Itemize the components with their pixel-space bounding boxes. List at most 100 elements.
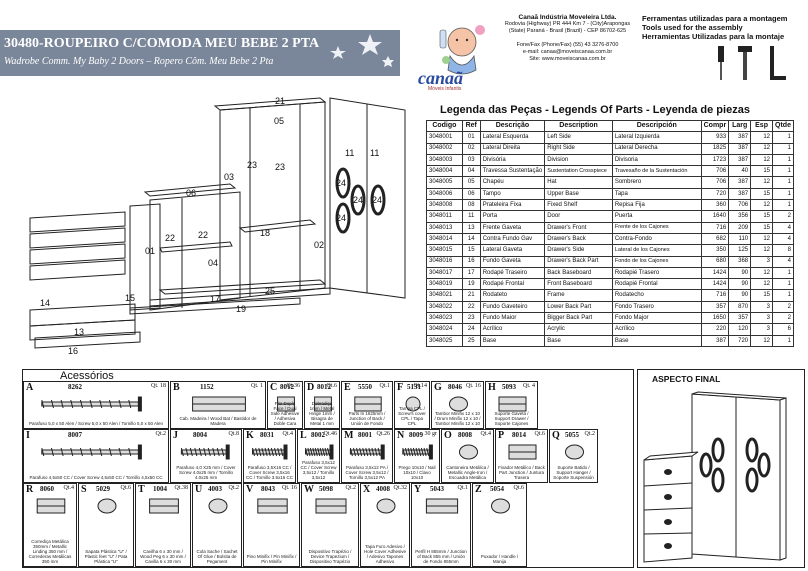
- part-label: 03: [224, 172, 234, 182]
- accessory-quantity: Qt.36: [286, 383, 301, 389]
- accessory-description: Parafuso 3,5X16 CC / Cover Screw 3,5x16 …: [246, 465, 293, 480]
- accessory-letter: W: [304, 484, 314, 495]
- table-cell: Upper Base: [544, 187, 613, 201]
- table-cell: 1650: [700, 312, 730, 325]
- accessory-quantity: Qt.1: [457, 485, 469, 491]
- accessory-quantity: Qt.32: [393, 485, 408, 491]
- accessory-code: 5055: [565, 431, 579, 439]
- accessory-description: Tambor Minifix 12 x 10 / Drum Minifix 12…: [434, 411, 481, 426]
- accessory-code: 8031: [260, 431, 274, 439]
- company-name: Canaã Indústria Moveleira Ltda.: [518, 14, 617, 21]
- table-cell: Divisoria: [611, 153, 702, 167]
- tools-heading: Ferramentas utilizadas para a montagem T…: [642, 14, 808, 41]
- table-cell: 3048022: [426, 300, 463, 314]
- table-cell: Base: [479, 334, 546, 347]
- table-cell: Divisória: [479, 153, 546, 167]
- accessory-description: Parafuso 4,0 X25 mm / Cover Screw 4.0x25…: [176, 465, 236, 480]
- accessory-code: 8262: [68, 383, 82, 391]
- accessory-letter: E: [344, 382, 351, 393]
- part-label: 25: [265, 286, 275, 296]
- accessory-code: 8001: [358, 431, 372, 439]
- table-cell: 40: [728, 165, 752, 178]
- table-cell: 3048015: [426, 244, 463, 257]
- table-cell: 1: [772, 131, 794, 144]
- accessory-description: Cola Sache / Sachet Of Glue / Bolsita de…: [196, 549, 238, 564]
- table-cell: 2: [772, 210, 794, 223]
- table-cell: 706: [700, 176, 730, 189]
- accessory-code: 1004: [153, 485, 167, 493]
- accessory-code: 5098: [319, 485, 333, 493]
- table-cell: Sustentation Crosspiece: [544, 165, 613, 178]
- accessory-description: Dobradiça 1mm / Metal Hinge 1mm / Bisagr…: [309, 401, 335, 426]
- table-cell: 357: [700, 300, 730, 314]
- table-cell: 1: [772, 176, 794, 189]
- accessory-quantity: Qt.2: [155, 431, 167, 437]
- table-cell: Lateral Esquerda: [479, 131, 546, 144]
- accessory-quantity: Qt. 16: [466, 383, 481, 389]
- company-phone: Fone/Fax (Phone/Fax) (55) 43 3276-8700: [516, 42, 619, 48]
- accessory-illustration-icon: [376, 498, 396, 514]
- accessory-code: 5093: [502, 383, 516, 391]
- table-cell: 17: [461, 266, 481, 280]
- table-cell: Drawer's Side: [544, 244, 613, 257]
- table-cell: 12: [750, 244, 773, 257]
- table-cell: 14: [461, 232, 481, 246]
- table-cell: Fondo de los Cajones: [611, 255, 702, 268]
- accessory-illustration-icon: [41, 396, 142, 412]
- accessory-quantity: Qt.6: [120, 485, 132, 491]
- part-label: 24: [336, 178, 346, 188]
- accessory-letter: V: [246, 484, 254, 495]
- table-cell: 387: [700, 334, 730, 347]
- accessory-code: 8014: [512, 431, 526, 439]
- accessory-code: 8009: [409, 431, 423, 439]
- tools-line-es: Herramientas Utilizadas para la montaje: [642, 32, 785, 41]
- accessory-description: Parafuso 3,5x12 CC / Cover Screw 3,5x12 …: [300, 460, 337, 480]
- table-cell: 356: [728, 210, 752, 223]
- table-cell: 12: [750, 131, 773, 144]
- table-cell: Rodateto: [479, 289, 546, 302]
- accessory-code: 8007: [68, 431, 82, 439]
- accessory-description: Fixador Metálico / Back Part Junction / …: [498, 465, 545, 480]
- table-cell: 3048016: [426, 255, 463, 268]
- part-label: 16: [68, 346, 78, 356]
- accessory-code: 4003: [208, 485, 222, 493]
- tools-icons: [718, 46, 786, 80]
- table-cell: 350: [700, 244, 730, 257]
- table-cell: 4: [772, 232, 794, 246]
- table-cell: 716: [700, 221, 730, 234]
- table-cell: 12: [750, 199, 773, 212]
- accessories-title: Acessórios: [60, 370, 114, 382]
- table-cell: Lateral Direita: [479, 142, 546, 155]
- table-cell: 3048006: [426, 187, 463, 201]
- accessory-letter: L: [300, 430, 307, 441]
- table-cell: 209: [728, 221, 752, 234]
- table-header-row: Codigo Ref Descrição Description Descrip…: [426, 119, 794, 133]
- table-cell: Acrílico: [611, 323, 702, 336]
- accessory-illustration-icon: [498, 396, 527, 412]
- table-cell: 3048004: [426, 165, 463, 178]
- table-cell: 12: [750, 176, 773, 189]
- table-cell: 3048023: [426, 312, 463, 325]
- table-cell: Frente Gaveta: [479, 221, 546, 234]
- table-cell: Tapa: [611, 187, 702, 201]
- accessory-code: 8012: [317, 383, 331, 391]
- table-cell: 12: [750, 153, 773, 167]
- table-cell: Acrílico: [479, 323, 546, 336]
- table-cell: 12: [750, 142, 773, 155]
- col-header: Qtde: [772, 119, 794, 133]
- table-cell: Contra Fundo Gav: [479, 232, 546, 246]
- table-cell: 22: [461, 300, 481, 314]
- table-cell: 90: [728, 278, 752, 291]
